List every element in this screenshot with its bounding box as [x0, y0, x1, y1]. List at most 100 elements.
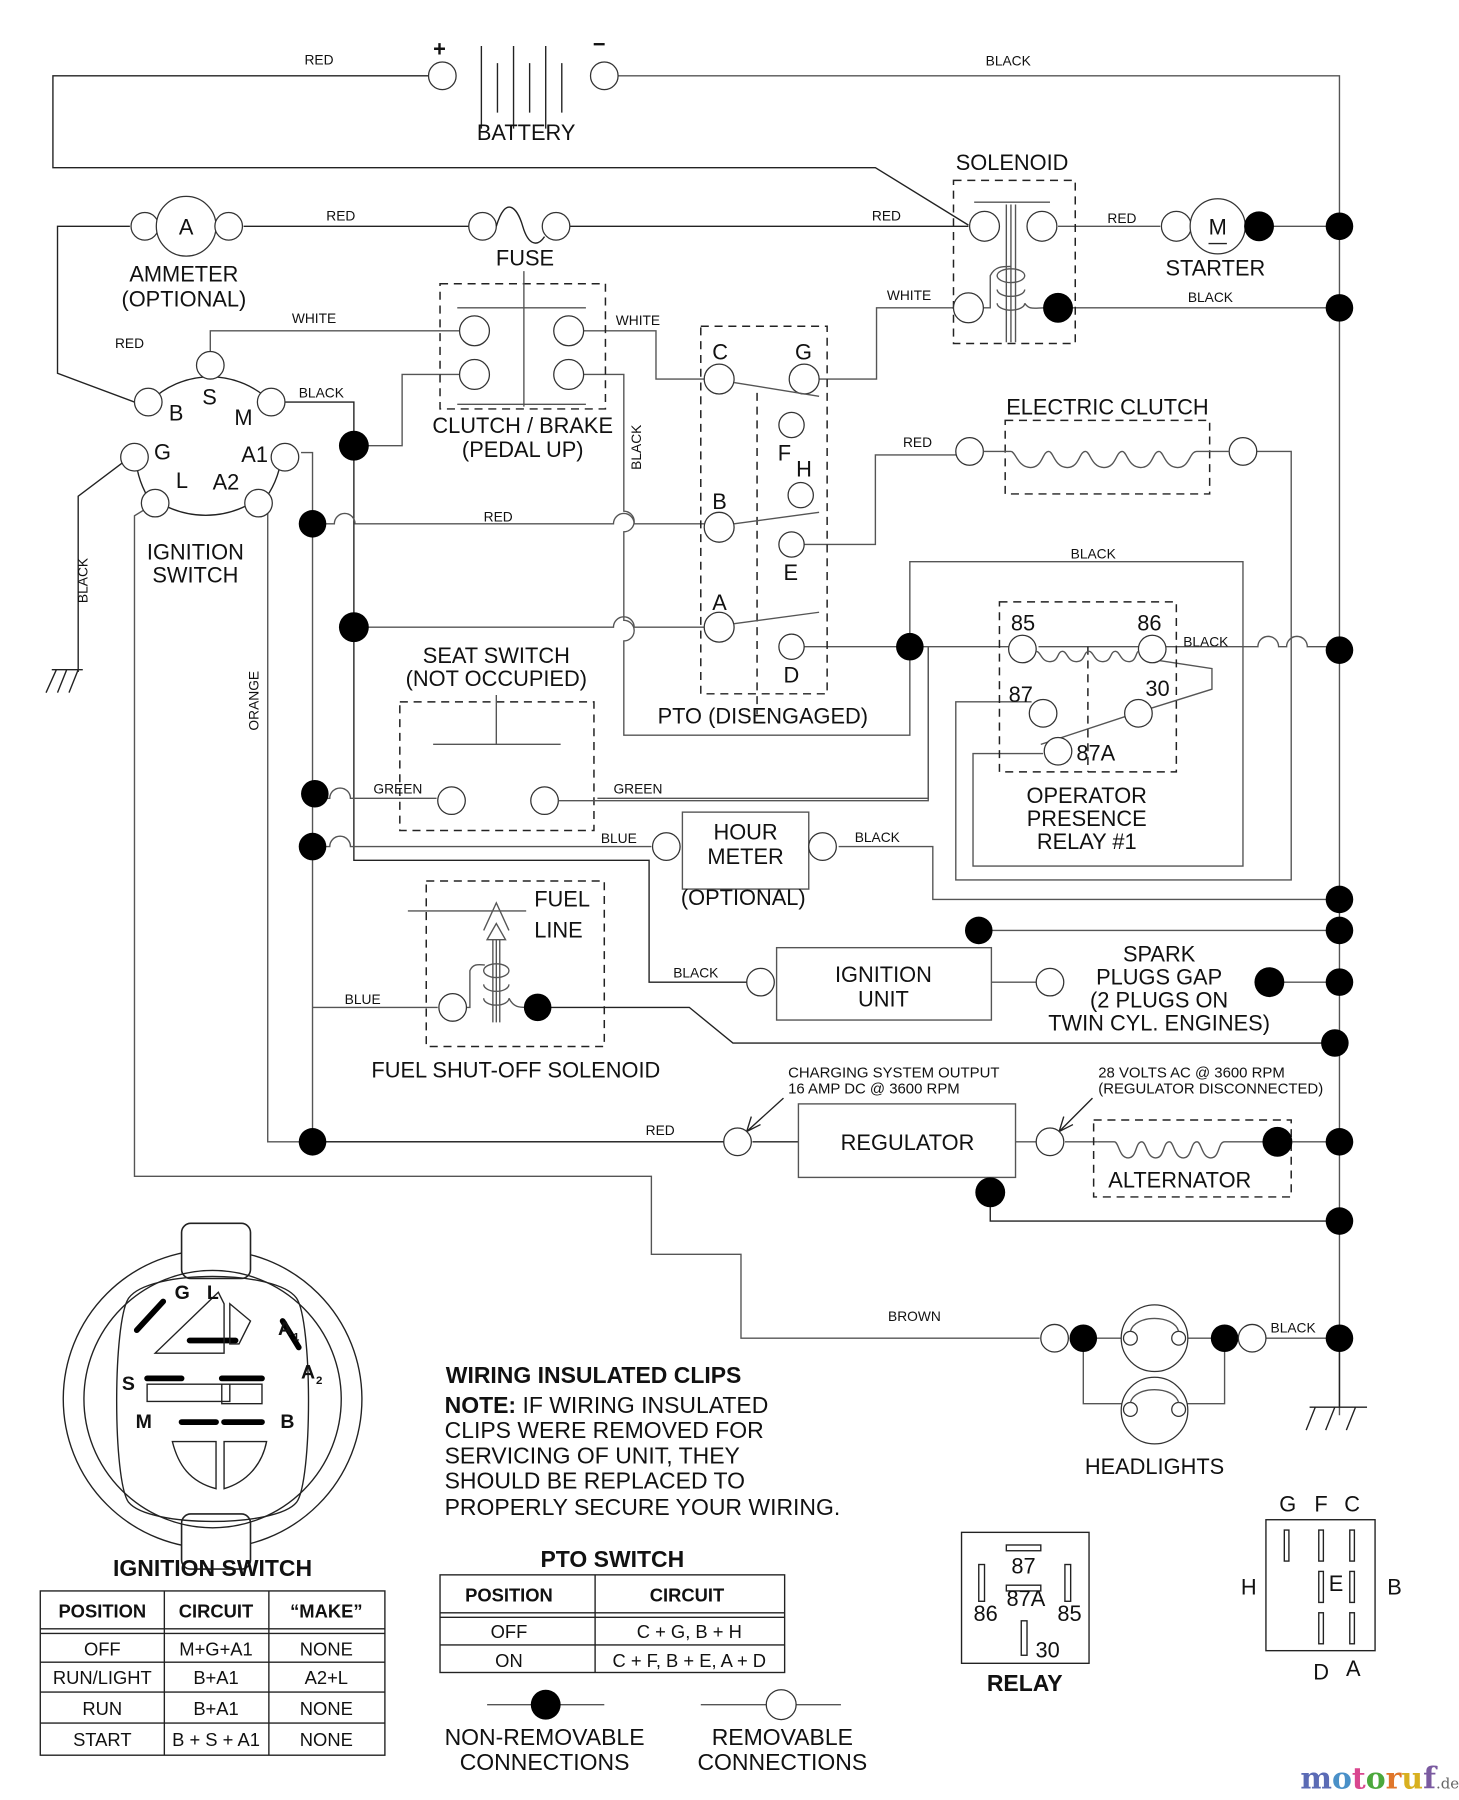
wire-label: RED — [304, 52, 333, 67]
seat-switch: SEAT SWITCH (NOT OCCUPIED) — [399, 643, 929, 832]
operator-presence-relay: 85 86 87 30 87A OPERATOR PRESENCE RELAY … — [998, 601, 1178, 854]
pto-terminal-f: F — [778, 441, 791, 466]
pto-terminal-g: G — [795, 340, 812, 365]
relay-terminal-30: 30 — [1145, 676, 1169, 701]
wm-de: .de — [1436, 1775, 1459, 1793]
wire-label: BLACK — [75, 557, 90, 603]
relay-pinout: 87 87A 86 85 30 RELAY — [960, 1531, 1090, 1696]
alternator-label: ALTERNATOR — [1108, 1168, 1251, 1193]
wire-label: WHITE — [616, 313, 660, 328]
wire-label: RED — [326, 209, 355, 224]
face-label-s: S — [122, 1373, 135, 1395]
pto-terminal-a: A — [712, 590, 727, 615]
table-row: OFF M+G+A1 NONE — [84, 1638, 353, 1659]
ignition-switch-label: IGNITION — [147, 539, 244, 564]
cell: NONE — [300, 1698, 353, 1719]
pto-switch: C G F H B E A D PTO (DISENGAGED) — [658, 325, 868, 729]
ammeter-symbol: A — [179, 214, 194, 239]
pto-switch-table: PTO SWITCH POSITION CIRCUIT OFF C + G, B… — [439, 1546, 786, 1674]
cell: B+A1 — [193, 1667, 238, 1688]
charging-note: CHARGING SYSTEM OUTPUT — [788, 1064, 999, 1081]
ignition-switch-table: IGNITION SWITCH POSITION CIRCUIT “MAKE” … — [39, 1555, 386, 1756]
fuse-label: FUSE — [496, 245, 554, 270]
fuel-shutoff-solenoid: FUEL LINE FUEL SHUT-OFF SOLENOID — [371, 880, 660, 1082]
seat-switch-label: SEAT SWITCH — [423, 643, 570, 668]
wire-label: WHITE — [292, 311, 336, 326]
wire-label: BLACK — [1188, 290, 1234, 305]
cell: ON — [495, 1650, 523, 1671]
removable-symbol — [765, 1689, 797, 1721]
ign-terminal-s: S — [202, 384, 217, 409]
ign-col-circuit: CIRCUIT — [179, 1600, 254, 1621]
watermark-logo: motoruf.de — [1300, 1762, 1459, 1797]
hour-meter-optional: (OPTIONAL) — [681, 885, 806, 910]
electric-clutch: ELECTRIC CLUTCH — [955, 395, 1258, 495]
wire-label: BLACK — [673, 966, 719, 981]
ac-note: 28 VOLTS AC @ 3600 RPM — [1098, 1064, 1285, 1081]
pto-pin-d: D — [1313, 1659, 1329, 1684]
starter-symbol: M — [1209, 214, 1227, 239]
wire-label: GREEN — [613, 782, 662, 797]
wire-label: BROWN — [888, 1309, 941, 1324]
cell: START — [73, 1729, 131, 1750]
cell: NONE — [300, 1638, 353, 1659]
table-row: RUN B+A1 NONE — [82, 1698, 352, 1719]
wire-label: BLUE — [601, 831, 637, 846]
clutch-brake-label: CLUTCH / BRAKE — [432, 413, 613, 438]
charging-note-2: 16 AMP DC @ 3600 RPM — [788, 1081, 960, 1098]
fuel-line-label-2: LINE — [534, 917, 583, 942]
table-row: START B + S + A1 NONE — [73, 1729, 353, 1750]
ignition-switch-face: G L A 1 A 2 S M B — [62, 1222, 363, 1570]
solenoid: SOLENOID — [952, 150, 1077, 345]
relay-terminal-87: 87 — [1009, 682, 1033, 707]
wm-m: m — [1300, 1762, 1332, 1797]
hour-meter-label-2: METER — [707, 844, 783, 869]
fuel-solenoid-label: FUEL SHUT-OFF SOLENOID — [371, 1057, 660, 1082]
relay-pin-87a: 87A — [1006, 1586, 1045, 1611]
ign-terminal-b: B — [169, 400, 184, 425]
relay-pin-87: 87 — [1011, 1554, 1035, 1579]
ammeter: A AMMETER (OPTIONAL) — [121, 195, 246, 312]
wire-label: BLACK — [299, 385, 345, 400]
face-label-a1-sub: 1 — [293, 1332, 300, 1344]
wire-label: BLACK — [1183, 635, 1229, 650]
solenoid-label: SOLENOID — [956, 150, 1069, 175]
note-line-2: CLIPS WERE REMOVED FOR — [445, 1417, 764, 1443]
relay-terminal-87a: 87A — [1076, 740, 1115, 765]
pto-pin-a: A — [1346, 1656, 1361, 1681]
regulator-label: REGULATOR — [841, 1130, 975, 1155]
ign-terminal-a2: A2 — [213, 469, 240, 494]
wm-o1: o — [1332, 1762, 1352, 1797]
wire-label: RED — [872, 209, 901, 224]
table-row: ON C + F, B + E, A + D — [495, 1650, 766, 1671]
cell: C + G, B + H — [637, 1621, 742, 1642]
face-label-a1: A — [278, 1318, 292, 1340]
hour-meter: HOUR METER (OPTIONAL) — [651, 811, 837, 910]
wire-label: BLACK — [1271, 1320, 1317, 1335]
ac-note-2: (REGULATOR DISCONNECTED) — [1098, 1081, 1323, 1098]
relay-pinout-title: RELAY — [987, 1670, 1063, 1696]
battery-label: BATTERY — [477, 120, 576, 145]
non-removable-symbol — [530, 1689, 561, 1720]
cell: M+G+A1 — [179, 1638, 252, 1659]
pto-pin-h: H — [1241, 1574, 1257, 1599]
face-label-g: G — [175, 1282, 190, 1304]
battery-minus-sign: − — [593, 32, 606, 57]
fuel-line-label: FUEL — [534, 886, 590, 911]
spark-plugs-label: SPARK — [1123, 941, 1196, 966]
ignition-switch-label-2: SWITCH — [152, 562, 238, 587]
wire-label: RED — [484, 510, 513, 525]
cell: NONE — [300, 1729, 353, 1750]
relay-label: OPERATOR — [1027, 783, 1147, 808]
wire-label: ORANGE — [247, 671, 262, 731]
pto-terminal-d: D — [783, 662, 799, 687]
note-title: WIRING INSULATED CLIPS — [446, 1362, 742, 1388]
legend-removable-2: CONNECTIONS — [697, 1749, 867, 1775]
pto-label: PTO (DISENGAGED) — [658, 704, 868, 729]
pto-pin-b: B — [1387, 1574, 1402, 1599]
cell: A2+L — [305, 1667, 348, 1688]
relay-terminal-86: 86 — [1137, 611, 1161, 636]
ammeter-optional: (OPTIONAL) — [121, 287, 246, 312]
charging-system: CHARGING SYSTEM OUTPUT 16 AMP DC @ 3600 … — [723, 1064, 1323, 1208]
relay-terminal-85: 85 — [1011, 611, 1035, 636]
